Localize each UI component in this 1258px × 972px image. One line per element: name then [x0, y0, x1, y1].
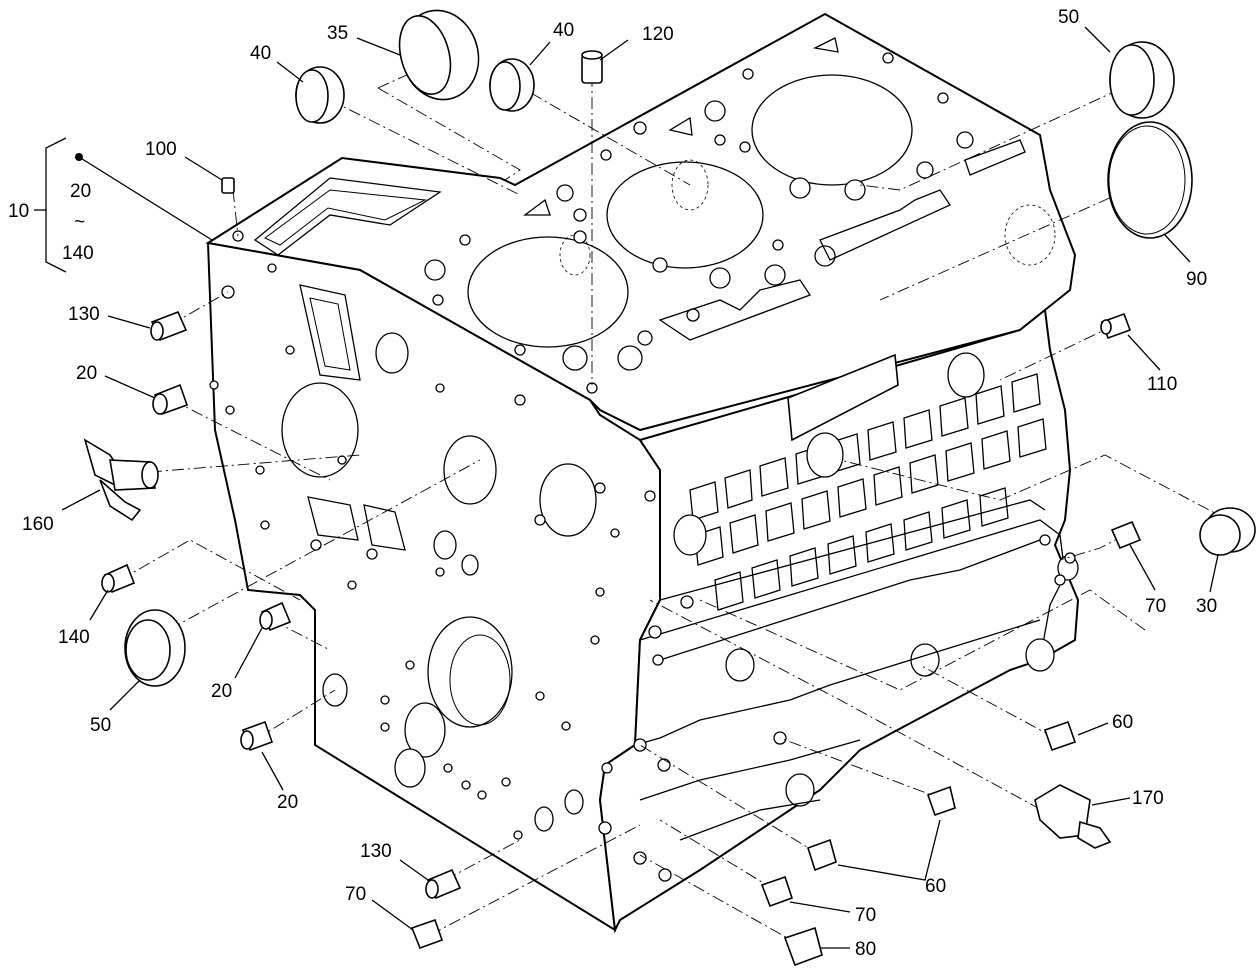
- part-plug-20-c: [240, 720, 274, 752]
- callout-50-top: 50: [1058, 7, 1079, 28]
- callout-70-bottom: 70: [345, 884, 366, 905]
- callout-20-b: 20: [211, 681, 232, 702]
- part-seal-30: [1199, 507, 1256, 556]
- callout-130-bottom: 130: [360, 841, 392, 862]
- deck-holes: [232, 52, 974, 394]
- part-plug-60-c: [807, 838, 837, 872]
- callout-110: 110: [1147, 374, 1177, 395]
- part-pin-100: [221, 177, 235, 194]
- group-tilde-label: ~: [74, 212, 85, 233]
- callout-40-left: 40: [250, 43, 271, 64]
- part-sleeve-130-bottom: [425, 868, 462, 900]
- callout-120: 120: [642, 24, 674, 45]
- part-drain-cock-160: [83, 438, 159, 522]
- part-pin-120: [581, 50, 603, 84]
- part-plug-70-right: [1110, 520, 1142, 550]
- part-sleeve-130-left: [150, 310, 188, 342]
- callout-60-b: 60: [925, 876, 946, 897]
- callout-80: 80: [855, 939, 876, 960]
- part-plug-20-a: [152, 383, 189, 416]
- group-bracket: [34, 137, 213, 273]
- part-plug-60-b: [926, 785, 956, 817]
- callout-30: 30: [1196, 596, 1217, 617]
- callout-35: 35: [327, 23, 348, 44]
- part-plug-50-top: [1109, 41, 1175, 119]
- part-plug-40-right: [489, 58, 535, 112]
- group-main-label: 10: [8, 201, 29, 222]
- part-plug-70-bottom: [410, 918, 444, 950]
- callout-170: 170: [1132, 788, 1164, 809]
- callout-100: 100: [145, 139, 177, 160]
- group-to-label: 140: [62, 243, 94, 264]
- front-face-holes: [209, 263, 656, 840]
- callout-20-a: 20: [76, 363, 97, 384]
- callout-20-c: 20: [277, 792, 298, 813]
- part-plug-80: [783, 926, 823, 967]
- callout-40-right: 40: [553, 20, 574, 41]
- side-pockets: [689, 373, 1047, 611]
- callout-labels: 10 20 ~ 140 35 40 40 120 50 100 90 130 1…: [8, 7, 1217, 960]
- part-plug-40-left: [295, 66, 345, 124]
- callout-90: 90: [1186, 269, 1207, 290]
- part-pin-110: [1100, 312, 1132, 340]
- callout-130-left: 130: [68, 304, 100, 325]
- part-sleeve-140: [101, 563, 136, 594]
- callout-leaders: [61, 26, 1219, 949]
- assembly-lines: [119, 59, 1229, 946]
- cylinder-block: [205, 12, 1080, 934]
- part-cap-90: [1107, 121, 1193, 239]
- callout-70-right: 70: [1145, 596, 1166, 617]
- callout-160: 160: [22, 514, 54, 535]
- part-plug-60-a: [1043, 720, 1077, 752]
- part-seal-50-bottom: [124, 609, 186, 687]
- callout-140: 140: [58, 627, 90, 648]
- part-plug-70-mid: [760, 875, 794, 908]
- callout-60-a: 60: [1112, 712, 1133, 733]
- part-switch-170: [1034, 784, 1112, 849]
- callout-70-mid: 70: [855, 905, 876, 926]
- part-plug-35: [398, 9, 480, 101]
- part-plug-20-b: [259, 601, 292, 632]
- callout-50-bottom: 50: [90, 715, 111, 736]
- group-from-label: 20: [70, 181, 91, 202]
